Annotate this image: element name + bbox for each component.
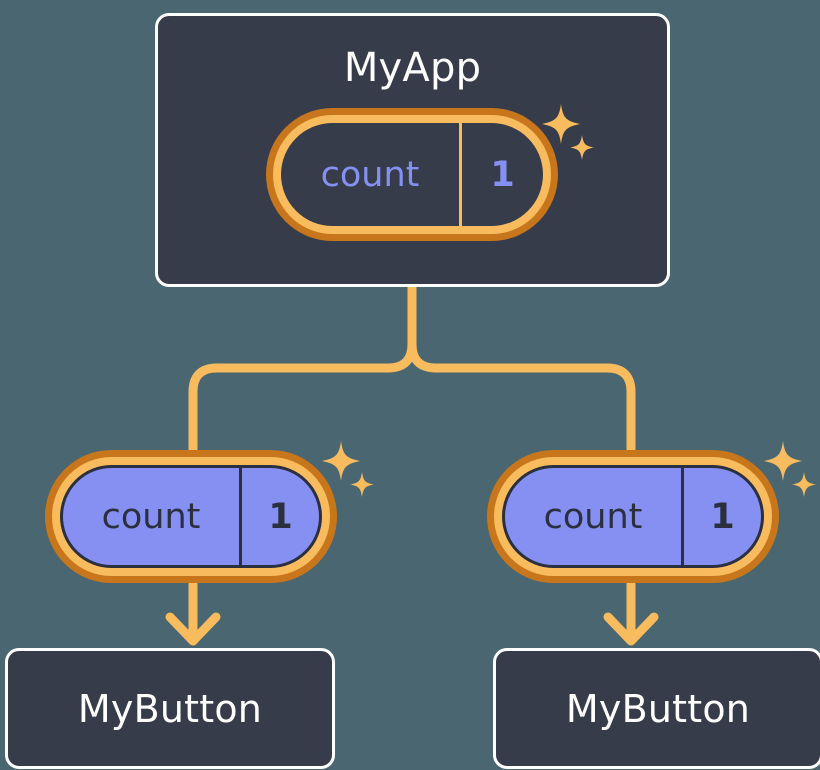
arrow-down-icon-right	[603, 612, 659, 646]
state-pill-ring-inner: count 1	[52, 457, 330, 576]
button-node-title: MyButton	[565, 686, 751, 731]
state-pill-ring-inner: count 1	[494, 457, 772, 576]
state-value-label: 1	[239, 468, 319, 565]
button-node-right[interactable]: MyButton	[493, 648, 820, 769]
sparkle-icon	[764, 441, 802, 481]
state-pill-core: count 1	[281, 123, 543, 226]
state-pill-app[interactable]: count 1	[266, 108, 558, 241]
state-key-label: count	[543, 496, 643, 537]
state-value-label: 1	[459, 123, 543, 226]
button-node-left[interactable]: MyButton	[5, 648, 335, 769]
connector-tree-path	[188, 282, 636, 455]
state-key-label: count	[101, 496, 201, 537]
state-value-label: 1	[681, 468, 761, 565]
sparkle-small-icon	[792, 472, 816, 497]
sparkle-small-icon	[350, 472, 374, 497]
state-key-label: count	[320, 154, 420, 195]
state-pill-right[interactable]: count 1	[487, 450, 779, 583]
button-node-title: MyButton	[77, 686, 263, 731]
state-pill-left[interactable]: count 1	[45, 450, 337, 583]
arrow-down-icon-left	[165, 612, 221, 646]
sparkle-icon	[322, 441, 360, 481]
app-node-title: MyApp	[343, 45, 482, 91]
state-pill-core: count 1	[60, 465, 322, 568]
state-pill-core: count 1	[502, 465, 764, 568]
state-pill-ring-inner: count 1	[273, 115, 551, 234]
